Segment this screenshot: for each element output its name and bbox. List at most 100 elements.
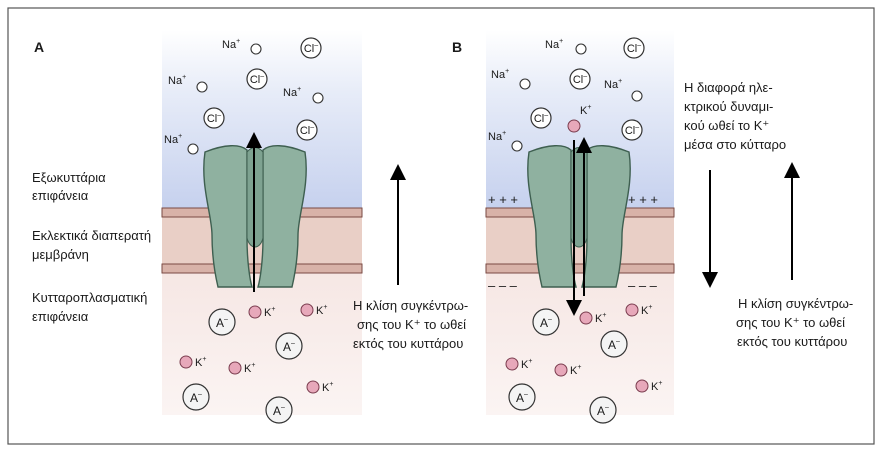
svg-text:K+: K+ xyxy=(195,356,206,369)
svg-text:A–: A– xyxy=(540,316,552,330)
sodium-ion: Na+ xyxy=(545,38,587,55)
svg-text:επιφάνεια: επιφάνεια xyxy=(32,188,89,203)
chloride-ion: Cl– xyxy=(246,68,268,90)
sodium-ion: Na+ xyxy=(283,86,324,104)
svg-text:Εξωκυττάρια: Εξωκυττάρια xyxy=(32,170,106,185)
svg-text:μέσα στο κύτταρο: μέσα στο κύτταρο xyxy=(684,137,786,152)
svg-text:Cl–: Cl– xyxy=(300,124,314,137)
potassium-ion: K+ xyxy=(625,303,652,317)
svg-text:A–: A– xyxy=(216,316,228,330)
anion: A– xyxy=(600,330,628,358)
potassium-ion: K+ xyxy=(179,355,206,369)
svg-text:Η διαφορά ηλε-: Η διαφορά ηλε- xyxy=(684,80,773,95)
panel-b-letter: B xyxy=(452,39,462,55)
anion: A– xyxy=(208,308,236,336)
svg-text:Na+: Na+ xyxy=(604,78,622,91)
anion: A– xyxy=(589,396,617,424)
panel-a-gradient-caption: Η κλίση συγκέντρω- σης του K⁺ το ωθεί εκ… xyxy=(353,298,468,351)
svg-text:Na+: Na+ xyxy=(222,38,240,51)
svg-text:A–: A– xyxy=(273,404,285,418)
svg-text:Cl–: Cl– xyxy=(207,112,221,125)
svg-text:Εκλεκτικά διαπερατή: Εκλεκτικά διαπερατή xyxy=(32,228,151,243)
panel-a-letter: A xyxy=(34,39,44,55)
svg-text:Cl–: Cl– xyxy=(627,42,641,55)
svg-text:κού ωθεί το K⁺: κού ωθεί το K⁺ xyxy=(684,118,769,133)
svg-text:K+: K+ xyxy=(570,364,581,377)
svg-text:Cl–: Cl– xyxy=(534,112,548,125)
svg-text:A–: A– xyxy=(516,391,528,405)
svg-text:K+: K+ xyxy=(264,306,275,319)
anion: A– xyxy=(182,383,210,411)
svg-text:σης του K⁺ το ωθεί: σης του K⁺ το ωθεί xyxy=(357,317,466,332)
svg-text:Cl–: Cl– xyxy=(250,73,264,86)
region-label-extracellular: Εξωκυττάρια επιφάνεια xyxy=(32,170,106,203)
svg-text:K+: K+ xyxy=(651,380,662,393)
sodium-ion: Na+ xyxy=(222,38,262,55)
svg-text:Η κλίση συγκέντρω-: Η κλίση συγκέντρω- xyxy=(353,298,468,313)
svg-text:Cl–: Cl– xyxy=(304,42,318,55)
svg-text:Η κλίση συγκέντρω-: Η κλίση συγκέντρω- xyxy=(738,296,853,311)
svg-text:K+: K+ xyxy=(595,312,606,325)
svg-text:Cl–: Cl– xyxy=(573,73,587,86)
potassium-ion: K+ xyxy=(554,363,581,377)
potassium-ion: K+ xyxy=(635,379,662,393)
svg-text:σης του K⁺ το ωθεί: σης του K⁺ το ωθεί xyxy=(736,315,845,330)
panel-b-inner-charges: – – – xyxy=(488,278,518,293)
svg-text:Na+: Na+ xyxy=(168,74,186,87)
anion: A– xyxy=(532,308,560,336)
svg-text:K+: K+ xyxy=(316,304,327,317)
region-label-cytoplasmic: Κυτταροπλασματική επιφάνεια xyxy=(32,290,147,324)
svg-text:κτρικού δυναμι-: κτρικού δυναμι- xyxy=(684,99,773,114)
svg-text:Κυτταροπλασματική: Κυτταροπλασματική xyxy=(32,290,147,305)
svg-text:Na+: Na+ xyxy=(164,133,182,146)
chloride-ion: Cl– xyxy=(296,119,318,141)
panel-b-gradient-caption: Η κλίση συγκέντρω- σης του K⁺ το ωθεί εκ… xyxy=(736,296,853,349)
svg-text:εκτός του κυττάρου: εκτός του κυττάρου xyxy=(353,336,463,351)
panel-b-outer-charges: + + + xyxy=(488,192,518,207)
potassium-ion: K+ xyxy=(300,303,327,317)
svg-text:A–: A– xyxy=(608,338,620,352)
panel-b-inner-charges: – – – xyxy=(628,278,658,293)
svg-text:Na+: Na+ xyxy=(488,130,506,143)
region-label-membrane: Εκλεκτικά διαπερατή μεμβράνη xyxy=(32,228,151,262)
panel-b-potential-caption: Η διαφορά ηλε- κτρικού δυναμι- κού ωθεί … xyxy=(684,80,786,152)
svg-text:Na+: Na+ xyxy=(491,68,509,81)
svg-text:Na+: Na+ xyxy=(283,86,301,99)
panel-a: A Εξωκυττάρια επιφάνεια Εκλεκτικά διαπερ… xyxy=(32,30,468,424)
svg-text:K+: K+ xyxy=(322,381,333,394)
svg-text:A–: A– xyxy=(597,404,609,418)
svg-text:μεμβράνη: μεμβράνη xyxy=(32,247,89,262)
svg-text:K+: K+ xyxy=(641,304,652,317)
svg-text:Na+: Na+ xyxy=(545,38,563,51)
chloride-ion: Cl– xyxy=(623,37,645,59)
chloride-ion: Cl– xyxy=(569,68,591,90)
sodium-ion: Na+ xyxy=(164,133,199,155)
diagram-frame xyxy=(7,7,875,445)
potassium-ion: K+ xyxy=(306,380,333,394)
chloride-ion: Cl– xyxy=(203,107,225,129)
chloride-ion: Cl– xyxy=(530,107,552,129)
svg-text:Cl–: Cl– xyxy=(625,124,639,137)
svg-text:K+: K+ xyxy=(244,362,255,375)
panel-b-outer-charges: + + + xyxy=(628,192,658,207)
anion: A– xyxy=(275,332,303,360)
anion: A– xyxy=(265,396,293,424)
svg-text:A–: A– xyxy=(283,340,295,354)
potassium-ion: K+ xyxy=(567,104,591,133)
sodium-ion: Na+ xyxy=(491,68,531,90)
panel-b-inner-leaflet xyxy=(485,263,675,274)
sodium-ion: Na+ xyxy=(488,130,523,152)
svg-text:εκτός του κυττάρου: εκτός του κυττάρου xyxy=(737,334,847,349)
sodium-ion: Na+ xyxy=(604,78,643,102)
svg-text:επιφάνεια: επιφάνεια xyxy=(32,309,89,324)
anion: A– xyxy=(508,383,536,411)
potassium-ion: K+ xyxy=(228,361,255,375)
chloride-ion: Cl– xyxy=(621,119,643,141)
svg-text:K+: K+ xyxy=(580,104,591,117)
potassium-ion: K+ xyxy=(579,311,606,325)
chloride-ion: Cl– xyxy=(300,37,322,59)
panel-b: B + + + + + + – – – – – – Η διαφορά ηλε-… xyxy=(452,30,853,424)
svg-text:K+: K+ xyxy=(521,358,532,371)
